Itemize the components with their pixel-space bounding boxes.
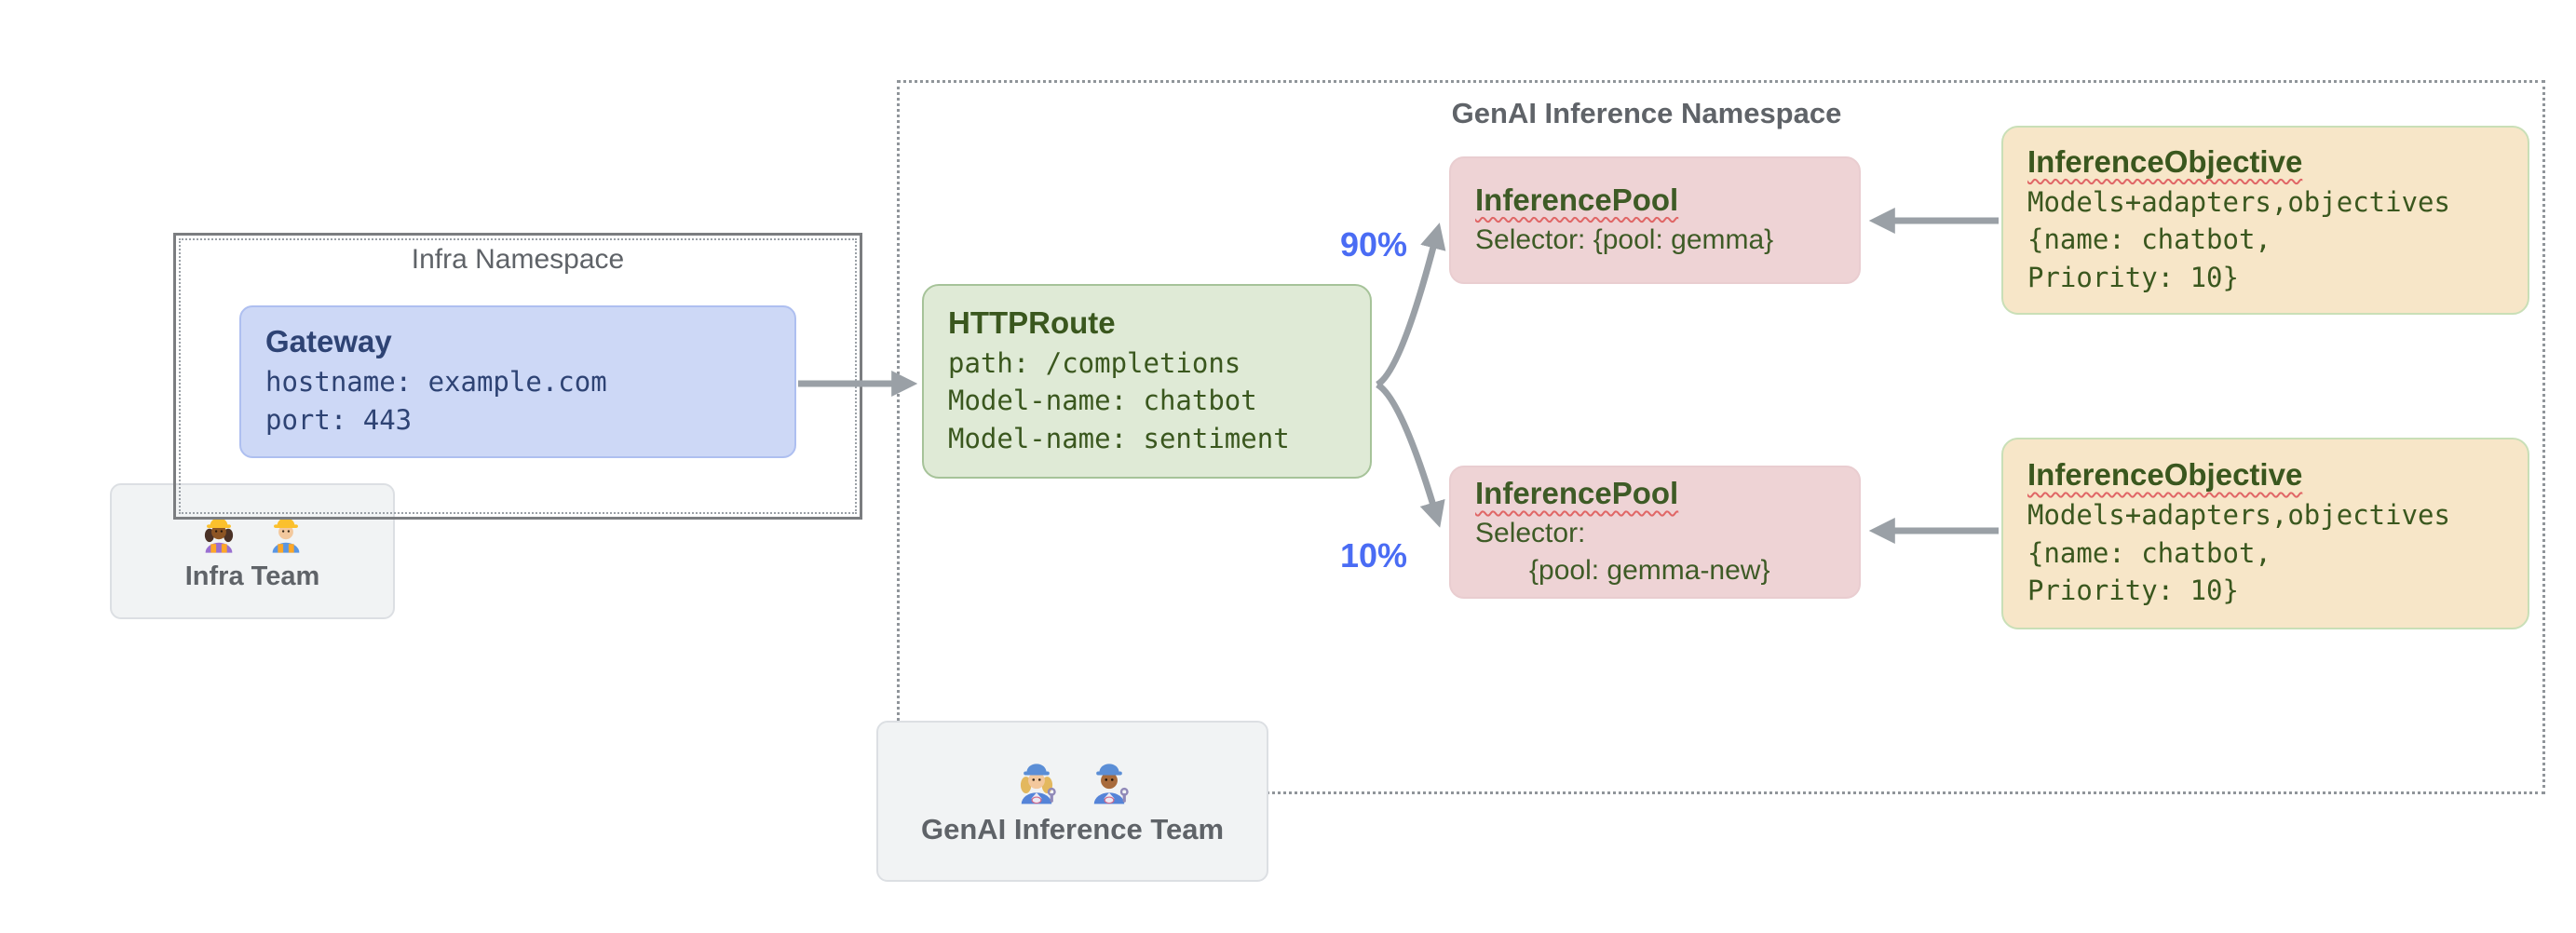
infra-namespace-box bbox=[173, 233, 862, 520]
inferencepool-gemma-title: InferencePool bbox=[1475, 183, 1835, 218]
genai-inference-team-box: GenAI Inference Team bbox=[876, 721, 1268, 882]
traffic-weight-90: 90% bbox=[1339, 225, 1408, 264]
genai-inference-namespace-box bbox=[897, 80, 2545, 794]
inferenceobjective-top-models-line: Models+adapters,objectives bbox=[2027, 185, 2450, 218]
inferencepool-gemma-new-selector-line: Selector: bbox=[1475, 517, 1586, 548]
inferencepool-gemma-selector-line: Selector: {pool: gemma} bbox=[1475, 223, 1774, 255]
httproute-box: HTTPRoute path: /completions Model-name:… bbox=[922, 284, 1372, 479]
inferencepool-gemma-new-box: InferencePool Selector: {pool: gemma-new… bbox=[1449, 466, 1861, 599]
infra-namespace-title: Infra Namespace bbox=[411, 244, 625, 275]
traffic-weight-10: 10% bbox=[1339, 536, 1408, 575]
genai-team-label: GenAI Inference Team bbox=[920, 812, 1225, 845]
gateway-box: Gateway hostname: example.com port: 443 bbox=[239, 305, 796, 458]
gateway-title: Gateway bbox=[265, 324, 392, 359]
inferencepool-gemma-title-text: InferencePool bbox=[1475, 182, 1679, 217]
gateway-port-line: port: 443 bbox=[265, 404, 413, 436]
inferenceobjective-bottom-models-line: Models+adapters,objectives bbox=[2027, 499, 2450, 532]
httproute-model-sentiment-line: Model-name: sentiment bbox=[948, 422, 1290, 454]
infra-team-box: Infra Team bbox=[110, 483, 395, 619]
inferenceobjective-top-title-text: InferenceObjective bbox=[2027, 143, 2303, 179]
infra-team-label: Infra Team bbox=[184, 561, 320, 591]
genai-team-emoji-row bbox=[1012, 757, 1133, 805]
inferenceobjective-top-name-line: {name: chatbot, bbox=[2027, 223, 2271, 256]
inferenceobjective-bottom-priority-line: Priority: 10} bbox=[2027, 575, 2239, 607]
inferenceobjective-bottom-title: InferenceObjective bbox=[2027, 457, 2503, 493]
gateway-hostname-line: hostname: example.com bbox=[265, 366, 607, 399]
httproute-path-line: path: /completions bbox=[948, 346, 1241, 379]
inferenceobjective-bottom-box: InferenceObjective Models+adapters,objec… bbox=[2001, 438, 2529, 629]
man-mechanic-emoji bbox=[1093, 763, 1129, 804]
inferencepool-gemma-new-title-text: InferencePool bbox=[1475, 475, 1679, 510]
inferenceobjective-bottom-name-line: {name: chatbot, bbox=[2027, 536, 2271, 569]
inferenceobjective-top-box: InferenceObjective Models+adapters,objec… bbox=[2001, 126, 2529, 315]
woman-mechanic-emoji bbox=[1020, 763, 1056, 804]
woman-construction-worker-emoji bbox=[204, 517, 234, 553]
httproute-title: HTTPRoute bbox=[948, 304, 1116, 340]
inferenceobjective-top-title: InferenceObjective bbox=[2027, 144, 2503, 180]
inferenceobjective-bottom-title-text: InferenceObjective bbox=[2027, 457, 2303, 493]
inferencepool-gemma-new-pool-line: {pool: gemma-new} bbox=[1529, 554, 1770, 586]
genai-inference-namespace-title: GenAI Inference Namespace bbox=[1451, 97, 1842, 129]
inferenceobjective-top-priority-line: Priority: 10} bbox=[2027, 261, 2239, 293]
inferencepool-gemma-new-title: InferencePool bbox=[1475, 476, 1835, 511]
httproute-model-chatbot-line: Model-name: chatbot bbox=[948, 385, 1257, 417]
inferencepool-gemma-box: InferencePool Selector: {pool: gemma} bbox=[1449, 156, 1861, 284]
